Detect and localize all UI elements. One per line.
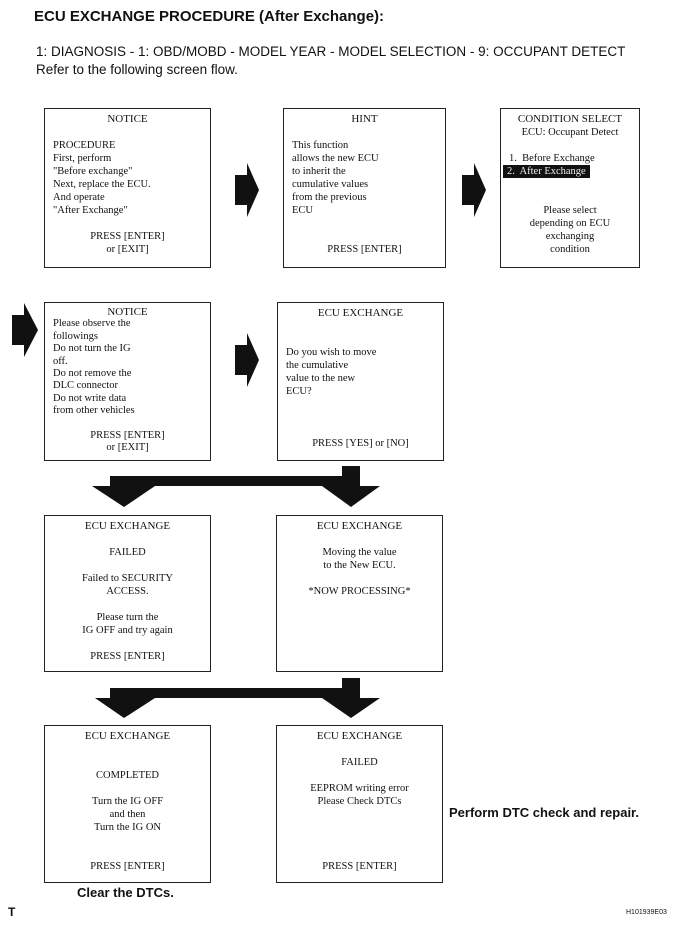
screen-line: Do you wish to move [286,347,377,358]
screen-line: "Before exchange" [53,166,133,177]
screen-line: Do not remove the [53,367,132,379]
screen-line: the cumulative [286,360,349,371]
screen-line: Do not turn the IG [53,343,131,355]
screen-line: allows the new ECU [292,153,379,164]
screen-line: DLC connector [53,380,119,392]
figure-code: H101939E03 [626,909,667,916]
screen-line: from the previous [292,192,367,203]
screen-notice-1: NOTICE PROCEDURE First, perform "Before exc… [44,108,211,268]
screen-line: This function [292,140,349,151]
screen-line: ECU? [286,386,312,397]
screen-line: "After Exchange" [53,205,128,216]
screen-title: ECU EXCHANGE [84,730,171,742]
screen-line: Please observe the [53,318,131,330]
repair-note: Perform DTC check and repair. [449,805,640,820]
screen-line: ECU: Occupant Detect [521,127,619,138]
screen-line: FAILED [341,757,378,768]
screen-failed-security: ECU EXCHANGE FAILED Failed to SECURITY ACCE… [44,515,211,672]
screen-line: PRESS [ENTER] [90,429,165,441]
screen-line: PROCEDURE [53,140,116,151]
right-arrow-icon [12,303,38,357]
right-arrow-icon [235,163,259,217]
screen-line: Failed to SECURITY [82,573,173,584]
right-arrow-icon [462,163,486,217]
down-arrow-icon [92,476,155,507]
screen-line: cumulative values [292,179,369,190]
screen-line: to inherit the [292,166,346,177]
screen-line: Turn the IG ON [94,822,161,833]
page-heading: ECU EXCHANGE PROCEDURE (After Exchange): [34,8,385,25]
screen-line: ACCESS. [106,586,149,597]
screen-line: Please turn the [96,612,159,623]
selected-option[interactable]: 2. After Exchange [503,165,590,178]
screen-title: HINT [351,113,378,125]
screen-title: NOTICE [107,113,148,125]
screen-line: off. [53,355,68,367]
screen-line: Turn the IG OFF [91,796,164,807]
screen-line[interactable]: 1. Before Exchange [509,153,595,164]
screen-line: *NOW PROCESSING* [308,586,411,597]
screen-line: Do not write data [53,392,127,404]
screen-line: COMPLETED [96,770,159,781]
screen-line: Next, replace the ECU. [53,179,151,190]
screen-ecu-exchange-confirm: ECU EXCHANGE Do you wish to move the cumul… [277,302,444,461]
screen-line: exchanging [545,231,595,242]
screen-title: ECU EXCHANGE [84,520,171,532]
screen-line: EEPROM writing error [310,783,409,794]
footer-mark: T [8,905,16,919]
right-arrow-icon [235,333,259,387]
screen-line: followings [53,330,98,342]
screen-line: Please Check DTCs [317,796,402,807]
screen-line: FAILED [109,547,146,558]
screen-line: condition [550,244,590,255]
screen-condition-select: CONDITION SELECT ECU: Occupant Detect 1. B… [500,108,640,268]
screen-line: and then [109,809,146,820]
screen-line: PRESS [ENTER] [327,244,402,255]
screen-line: ECU [292,205,313,216]
clear-dtc-note: Clear the DTCs. [77,885,174,900]
screen-line: And operate [53,192,105,203]
screen-line: PRESS [ENTER] [90,861,165,872]
screen-title: NOTICE [107,306,148,318]
menu-path: 1: DIAGNOSIS - 1: OBD/MOBD - MODEL YEAR … [36,44,626,59]
screen-title: CONDITION SELECT [517,113,623,125]
down-arrow-icon [322,678,380,718]
down-arrow-icon [95,688,155,718]
screen-hint: HINT This function allows the new ECU to in… [283,108,446,268]
screen-line: First, perform [53,153,112,164]
screen-title: ECU EXCHANGE [316,520,403,532]
intro-text: Refer to the following screen flow. [36,62,238,77]
screen-title: ECU EXCHANGE [317,307,404,319]
screen-line: PRESS [ENTER] [90,651,165,662]
connector-bar [115,476,360,486]
screen-line: Moving the value [322,547,397,558]
screen-line: PRESS [ENTER] [322,861,397,872]
screen-line: or [EXIT] [106,244,149,255]
screen-title: ECU EXCHANGE [316,730,403,742]
connector-bar [130,688,360,698]
down-arrow-icon [322,466,380,507]
screen-line: Please select [543,205,597,216]
screen-completed: ECU EXCHANGE COMPLETED Turn the IG OFF and … [44,725,211,883]
screen-line: depending on ECU [529,218,611,229]
screen-line: or [EXIT] [106,442,149,454]
screen-line: IG OFF and try again [82,625,173,636]
screen-line: PRESS [YES] or [NO] [312,438,409,449]
screen-line: PRESS [ENTER] [90,231,165,242]
screen-line: to the New ECU. [323,560,396,571]
screen-line: from other vehicles [53,405,135,417]
screen-line: value to the new [286,373,356,384]
screen-processing: ECU EXCHANGE Moving the value to the New E… [276,515,443,672]
